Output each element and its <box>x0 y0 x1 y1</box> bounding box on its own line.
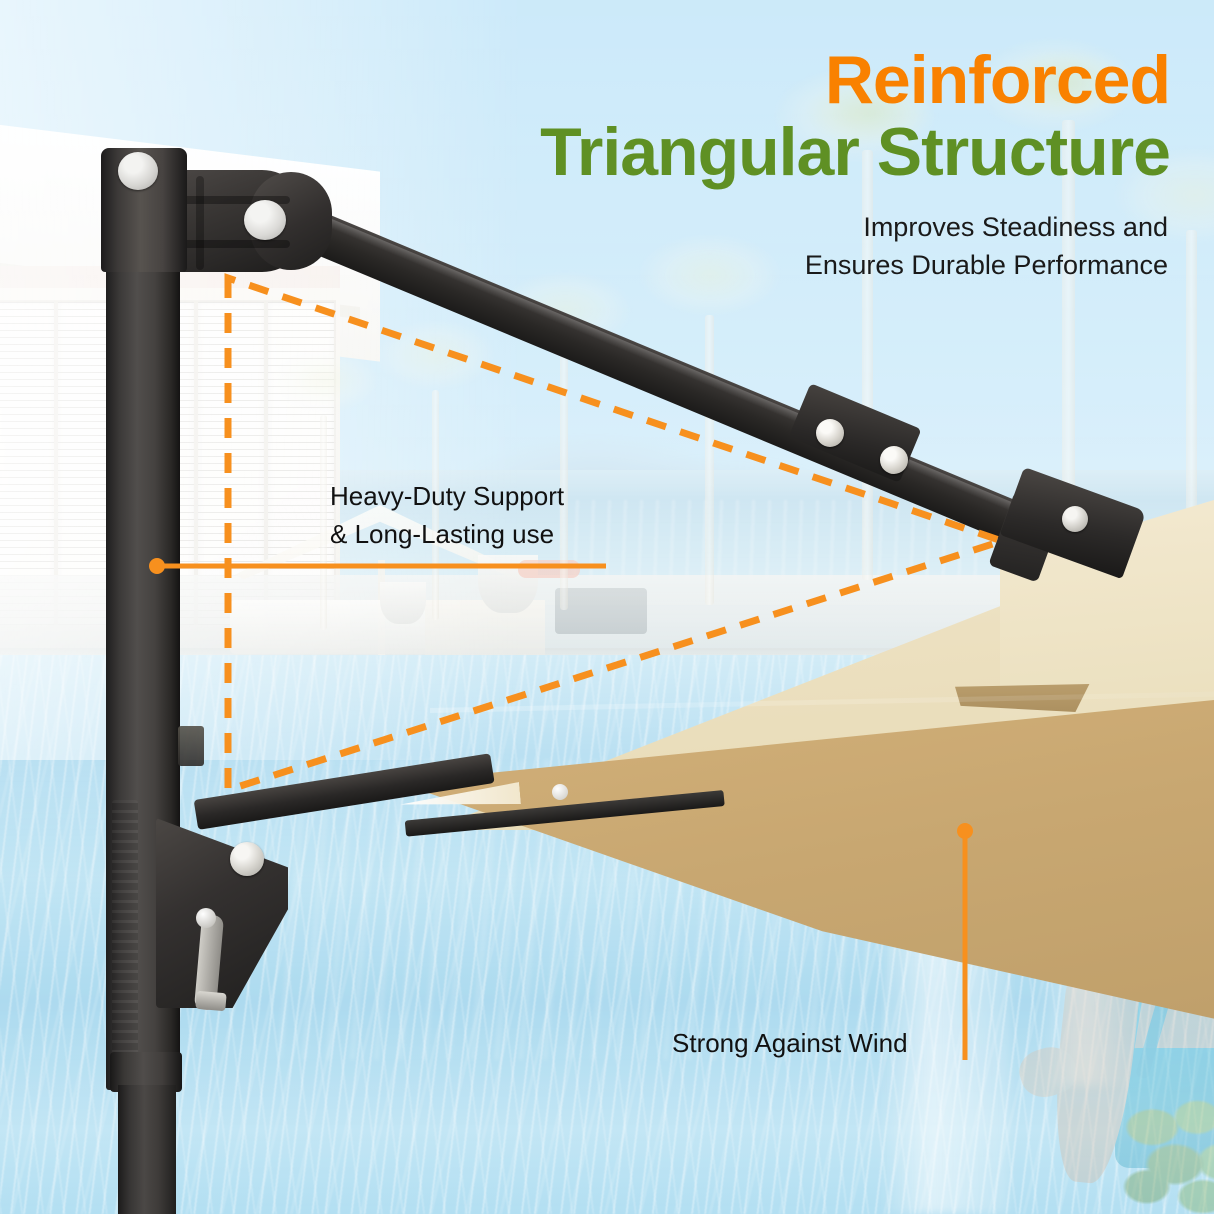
headline-block: Reinforced Triangular Structure <box>540 42 1171 190</box>
callout-heavy-duty-line-2: & Long-Lasting use <box>330 518 555 549</box>
heavy-duty-leader-dot <box>149 558 165 574</box>
palm-crown-green <box>790 60 950 155</box>
green-foliage <box>1116 1090 1214 1214</box>
palm-trunk <box>1186 230 1197 540</box>
headline-line-1: Reinforced <box>824 42 1171 118</box>
palm-crown <box>1080 120 1214 270</box>
teal-swimsuit <box>1115 1048 1214 1168</box>
palm-crown <box>940 10 1170 160</box>
subheadline-block: Improves Steadiness and Ensures Durable … <box>805 208 1168 285</box>
dashed-triangle-annotation <box>224 273 1014 795</box>
callout-heavy-duty-line-1: Heavy-Duty Support <box>330 481 565 511</box>
subheadline-line-2: Ensures Durable Performance <box>804 250 1168 281</box>
callout-strong-against-wind: Strong Against Wind <box>672 1028 908 1058</box>
subheadline-line-1: Improves Steadiness and <box>863 212 1168 242</box>
strong-wind-leader-dot <box>957 823 973 839</box>
callout-heavy-duty-support: Heavy-Duty Support & Long-Lasting use <box>330 478 564 553</box>
palm-trunk <box>1062 120 1075 520</box>
palm-crown <box>740 40 970 190</box>
headline-line-2: Triangular Structure <box>540 114 1171 190</box>
palm-crown-green <box>985 30 1145 125</box>
